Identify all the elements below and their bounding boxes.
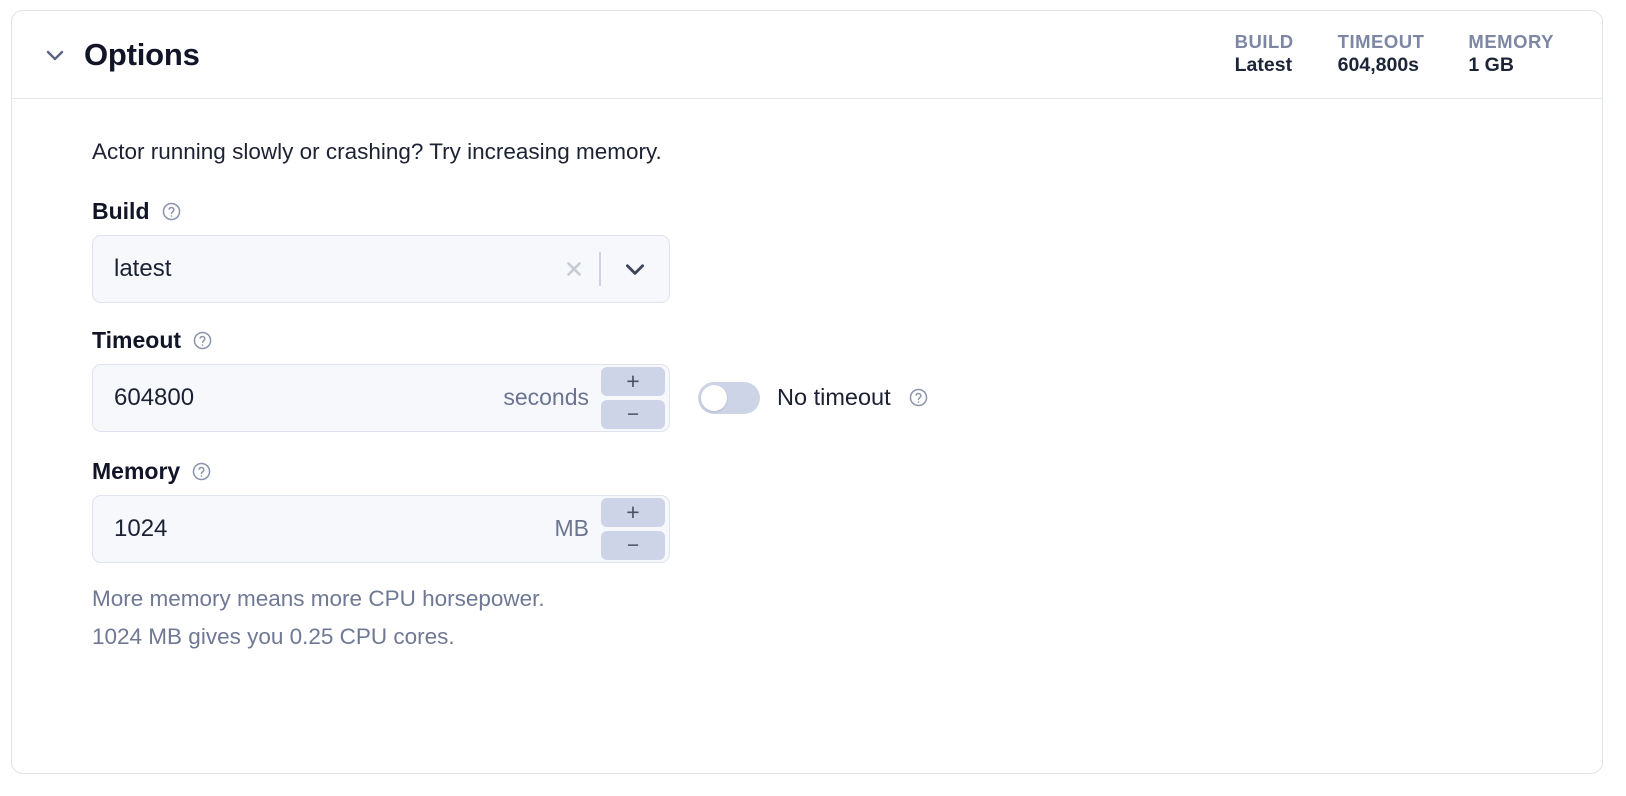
- chevron-down-icon[interactable]: [615, 249, 655, 289]
- card-body: Actor running slowly or crashing? Try in…: [12, 99, 1602, 657]
- stat-timeout-label: TIMEOUT: [1337, 31, 1425, 53]
- memory-input-value: 1024: [114, 516, 168, 541]
- memory-label: Memory: [92, 457, 181, 484]
- stat-timeout-value: 604,800s: [1337, 54, 1420, 77]
- memory-hint-text: Actor running slowly or crashing? Try in…: [92, 139, 662, 164]
- memory-input[interactable]: 1024 MB + −: [92, 494, 670, 563]
- question-circle-icon[interactable]: [191, 461, 212, 482]
- chevron-down-icon[interactable]: [42, 42, 68, 68]
- memory-helper-text: More memory means more CPU horsepower. 1…: [92, 580, 1602, 657]
- question-circle-icon[interactable]: [161, 201, 182, 222]
- build-select-value: latest: [114, 256, 172, 281]
- timeout-unit-label: seconds: [503, 384, 589, 410]
- no-timeout-label: No timeout: [777, 383, 891, 410]
- no-timeout-group: No timeout: [698, 381, 929, 414]
- stat-build: BUILD Latest: [1235, 30, 1294, 78]
- close-icon[interactable]: [559, 254, 589, 284]
- memory-unit-label: MB: [554, 515, 590, 541]
- timeout-decrement-button[interactable]: −: [601, 399, 665, 429]
- build-label-row: Build: [92, 197, 1602, 224]
- header-left: Options: [42, 39, 200, 70]
- timeout-increment-button[interactable]: +: [601, 366, 665, 396]
- stat-memory-label: MEMORY: [1468, 31, 1554, 53]
- stat-memory-value: 1 GB: [1468, 54, 1514, 77]
- timeout-label: Timeout: [92, 326, 182, 353]
- question-circle-icon[interactable]: [908, 387, 929, 408]
- page-title: Options: [84, 37, 200, 72]
- memory-label-row: Memory: [92, 457, 1602, 484]
- memory-helper-line-1: More memory means more CPU horsepower.: [92, 585, 545, 611]
- stat-timeout: TIMEOUT 604,800s: [1338, 30, 1425, 78]
- toggle-knob: [701, 384, 727, 411]
- memory-stepper: + −: [601, 497, 665, 560]
- question-circle-icon[interactable]: [192, 330, 213, 351]
- memory-increment-button[interactable]: +: [601, 497, 665, 527]
- stat-build-value: Latest: [1234, 54, 1293, 77]
- options-card: Options BUILD Latest TIMEOUT 604,800s ME…: [11, 10, 1603, 774]
- timeout-stepper: + −: [601, 366, 665, 429]
- timeout-row: 604800 seconds + − No timeout: [92, 363, 1602, 432]
- stat-build-label: BUILD: [1234, 31, 1294, 53]
- select-divider: [599, 251, 601, 286]
- build-select[interactable]: latest: [92, 234, 670, 303]
- card-header: Options BUILD Latest TIMEOUT 604,800s ME…: [12, 11, 1602, 99]
- timeout-label-row: Timeout: [92, 326, 1602, 353]
- build-label: Build: [92, 197, 150, 224]
- no-timeout-toggle[interactable]: [698, 381, 760, 414]
- header-stats: BUILD Latest TIMEOUT 604,800s MEMORY 1 G…: [1235, 30, 1560, 78]
- memory-helper-line-2: 1024 MB gives you 0.25 CPU cores.: [92, 624, 455, 650]
- memory-decrement-button[interactable]: −: [601, 530, 665, 560]
- timeout-input-value: 604800: [114, 385, 195, 410]
- stat-memory: MEMORY 1 GB: [1468, 30, 1554, 78]
- timeout-input[interactable]: 604800 seconds + −: [92, 363, 670, 432]
